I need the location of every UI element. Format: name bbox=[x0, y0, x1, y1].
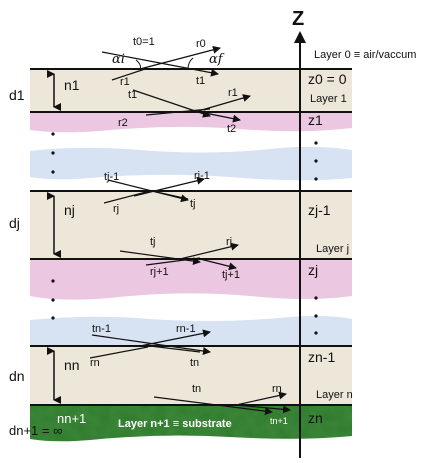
layerj-rj-1-beam bbox=[133, 176, 205, 197]
layer1-t2-label: t2 bbox=[227, 123, 236, 135]
layerj2-tj1-beam bbox=[199, 258, 237, 271]
pink-band-1 bbox=[30, 113, 352, 133]
layerj-tj-1-beam bbox=[107, 179, 189, 203]
layern-rn-beam bbox=[89, 346, 149, 359]
right-ellipsis-dots bbox=[314, 141, 318, 335]
zn-1-label: zn-1 bbox=[308, 349, 335, 365]
sub-rn-label: rn bbox=[272, 383, 282, 395]
alpha-f-label: αf bbox=[209, 52, 225, 67]
layern-rn-label: rn bbox=[90, 357, 100, 369]
layerj-tj-1-label: tj-1 bbox=[104, 171, 119, 183]
nj-label: nj bbox=[64, 202, 75, 218]
reflected-beam-r0 bbox=[139, 45, 221, 70]
layerj-rj-beam bbox=[103, 190, 151, 204]
left-ellipsis-dots bbox=[51, 132, 55, 320]
layer0-label: Layer 0 ≡ air/vaccum bbox=[314, 49, 416, 61]
sub-rn-beam bbox=[235, 391, 287, 406]
r0-label: r0 bbox=[196, 38, 206, 50]
layer1-r2-label: r2 bbox=[118, 117, 128, 129]
layer-1-band bbox=[30, 69, 352, 112]
zj-label: zj bbox=[308, 262, 318, 278]
layerj-tj-label: tj bbox=[190, 198, 196, 210]
alpha-i-arc bbox=[135, 59, 141, 70]
layern-tn-1-label: tn-1 bbox=[92, 323, 111, 335]
layer1-t1-label: t1 bbox=[128, 89, 137, 101]
layern-label: Layer n bbox=[316, 389, 353, 401]
layerj-rj-1-label: rj-1 bbox=[194, 170, 210, 182]
layern-rn-1-beam bbox=[139, 329, 211, 347]
sub-tn-label: tn bbox=[192, 383, 201, 395]
layerj-label: Layer j bbox=[316, 243, 349, 255]
blue-band-1 bbox=[30, 146, 352, 181]
sub-tn1-beam bbox=[235, 404, 291, 414]
sub-tn1-label: tn+1 bbox=[270, 416, 288, 426]
layer1-r1b-label: r1 bbox=[228, 87, 238, 99]
layerj-tj-beam bbox=[151, 190, 189, 200]
layerj2-tj-label: tj bbox=[150, 236, 156, 248]
layern-tn-label: tn bbox=[190, 357, 199, 369]
n1-label: n1 bbox=[64, 77, 80, 93]
z1-label: z1 bbox=[308, 112, 323, 128]
top-t1-label: t1 bbox=[196, 75, 205, 87]
layer1-t2-beam bbox=[199, 111, 241, 123]
nn-label: nn bbox=[64, 357, 80, 373]
layerj2-rj1-label: rj+1 bbox=[150, 266, 169, 278]
pink-band-j bbox=[30, 260, 352, 300]
dn1-label: dn+1 = ∞ bbox=[9, 423, 62, 438]
layerj2-rj-beam bbox=[179, 242, 239, 260]
layer-n-band bbox=[30, 346, 352, 404]
layer1-r1a-label: r1 bbox=[120, 76, 130, 88]
z-axis-label: Z bbox=[292, 8, 304, 30]
layer-j-band bbox=[30, 191, 352, 259]
layerj-rj-label: rj bbox=[113, 203, 119, 215]
z0-label: z0 = 0 bbox=[308, 71, 347, 87]
d1-label: d1 bbox=[9, 87, 25, 103]
dn-label: dn bbox=[9, 368, 25, 384]
zj-1-label: zj-1 bbox=[308, 202, 331, 218]
layern-rn-1-label: rn-1 bbox=[176, 323, 196, 335]
t0-label: t0=1 bbox=[133, 36, 155, 48]
layerj2-rj-label: rj bbox=[226, 236, 232, 248]
dj-label: dj bbox=[9, 215, 20, 231]
layerj2-rj1-beam bbox=[145, 257, 201, 266]
layer1-label: Layer 1 bbox=[310, 93, 347, 105]
incident-beam bbox=[101, 51, 219, 77]
sub-tn-beam bbox=[153, 396, 273, 416]
substrate-label: Layer n+1 ≡ substrate bbox=[118, 418, 232, 430]
alpha-f-arc bbox=[187, 57, 194, 70]
layern-tn-beam bbox=[149, 345, 201, 353]
alpha-i-label: αi bbox=[112, 52, 125, 67]
zn-label: zn bbox=[308, 410, 323, 426]
nn1-label: nn+1 bbox=[57, 411, 86, 426]
layer1-r2-beam bbox=[145, 108, 211, 116]
layer1-r1-beam bbox=[111, 68, 146, 81]
layerj2-tj1-label: tj+1 bbox=[222, 269, 240, 281]
